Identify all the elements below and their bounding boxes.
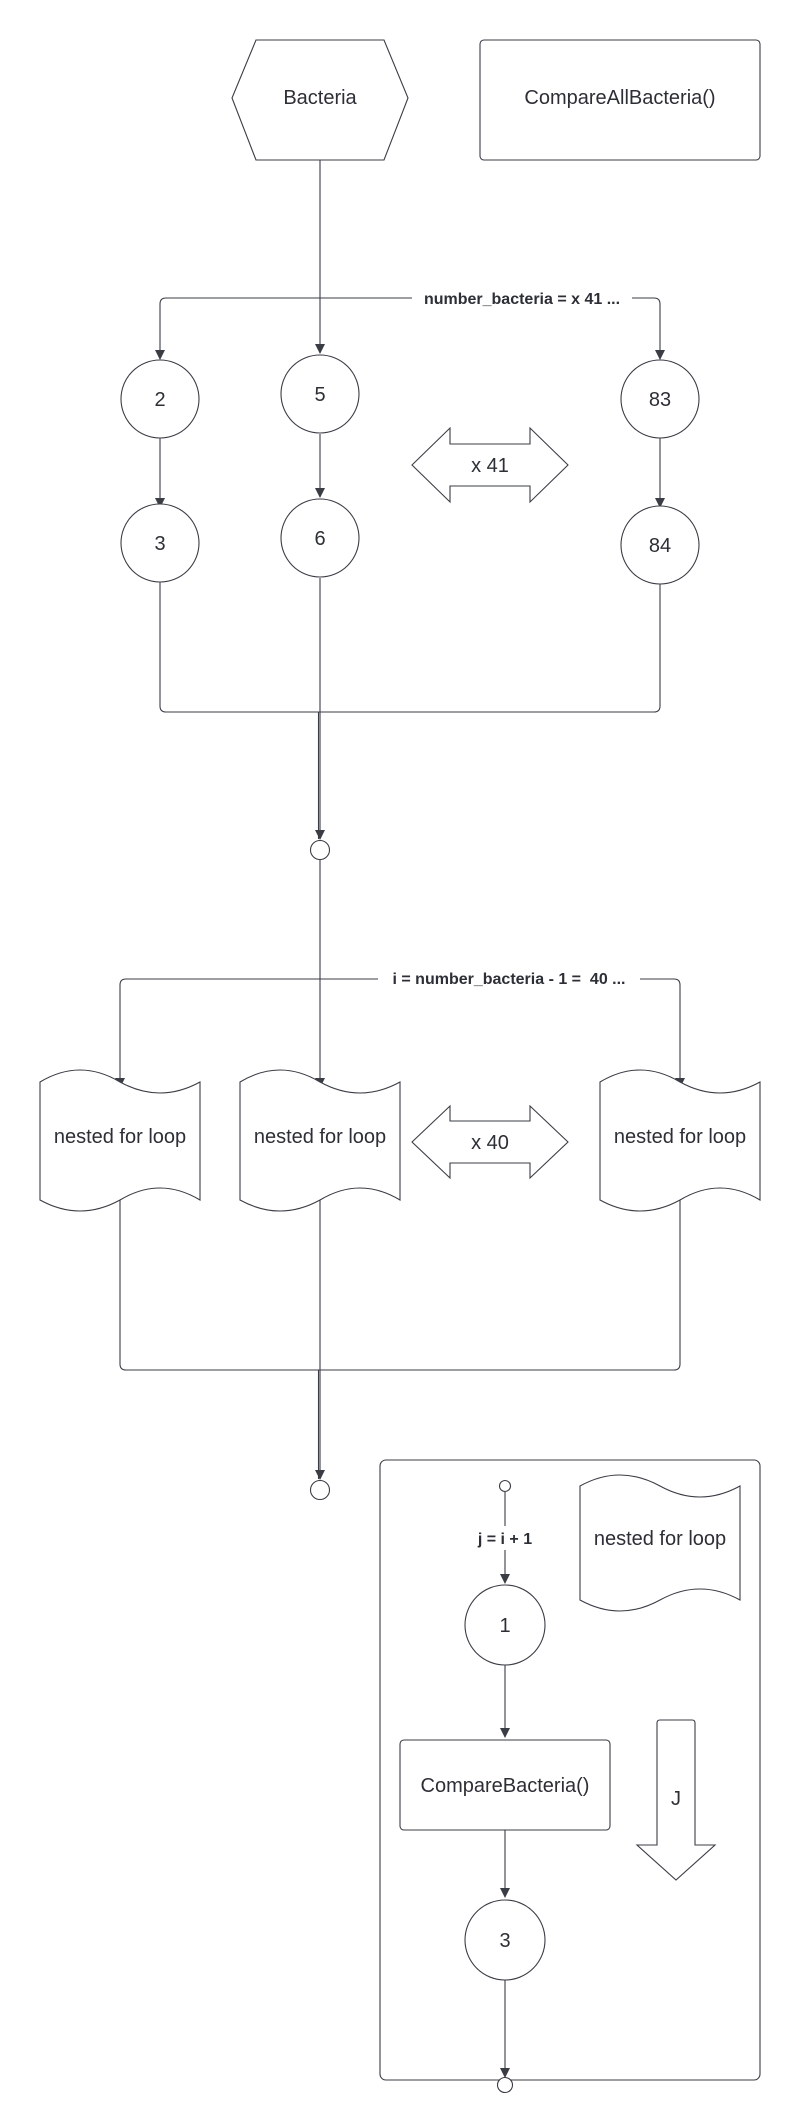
node-col1-bottom-label: 3 [154,533,165,555]
inset-nested-loop-doc-label: nested for loop [594,1528,726,1550]
node-col2-bottom-label: 6 [314,528,325,550]
edge-label-number-bacteria: number_bacteria = x 41 ... [424,291,620,308]
inset-step-1: 1 [464,1584,546,1666]
node-col2-bottom: 6 [280,498,360,578]
inset-start-circle [498,1479,512,1493]
nested-loop-doc-1: nested for loop [39,1069,201,1212]
nested-loop-doc-1-label: nested for loop [54,1126,186,1148]
edge-label-j: j = i + 1 [477,1531,532,1548]
j-arrow-label: J [671,1788,681,1810]
inset-step-3: 3 [464,1899,546,1981]
junction-circle-bottom [309,1479,331,1501]
bacteria-label: Bacteria [283,87,357,109]
nested-loop-doc-3-label: nested for loop [614,1126,746,1148]
repeat-arrow-top: x 41 [411,426,569,504]
repeat-mid-label: x 40 [471,1132,509,1154]
repeat-top-label: x 41 [471,455,509,477]
nested-loop-inset: j = i + 1 1 CompareBacteria() 3 nested f… [379,1459,761,2094]
node-col3-top: 83 [620,359,700,439]
inset-nested-loop-doc: nested for loop [579,1474,741,1612]
junction-circle-top [309,839,331,861]
node-col2-top-label: 5 [314,384,325,406]
compare-bacteria-label: CompareBacteria() [421,1775,590,1797]
node-col1-top: 2 [120,359,200,439]
nested-loop-doc-3: nested for loop [599,1069,761,1212]
j-down-arrow: J [635,1719,717,1881]
repeat-arrow-mid: x 40 [411,1104,569,1180]
compare-bacteria-box: CompareBacteria() [399,1739,611,1831]
compare-all-bacteria-box: CompareAllBacteria() [479,39,761,161]
nested-loop-doc-2: nested for loop [239,1069,401,1212]
top-connectors [155,160,665,840]
node-col3-bottom: 84 [620,505,700,585]
node-col3-bottom-label: 84 [649,535,671,557]
inset-step-3-label: 3 [499,1930,510,1952]
middle-connectors [115,860,685,1480]
inset-step-1-label: 1 [499,1615,510,1637]
node-col3-top-label: 83 [649,389,671,411]
inset-end-circle [496,2076,514,2094]
nested-loop-doc-2-label: nested for loop [254,1126,386,1148]
node-col1-top-label: 2 [154,389,165,411]
node-col1-bottom: 3 [120,503,200,583]
compare-all-bacteria-label: CompareAllBacteria() [524,87,715,109]
bacteria-hexagon: Bacteria [231,39,409,161]
node-col2-top: 5 [280,354,360,434]
edge-label-i: i = number_bacteria - 1 = 40 ... [393,971,626,988]
